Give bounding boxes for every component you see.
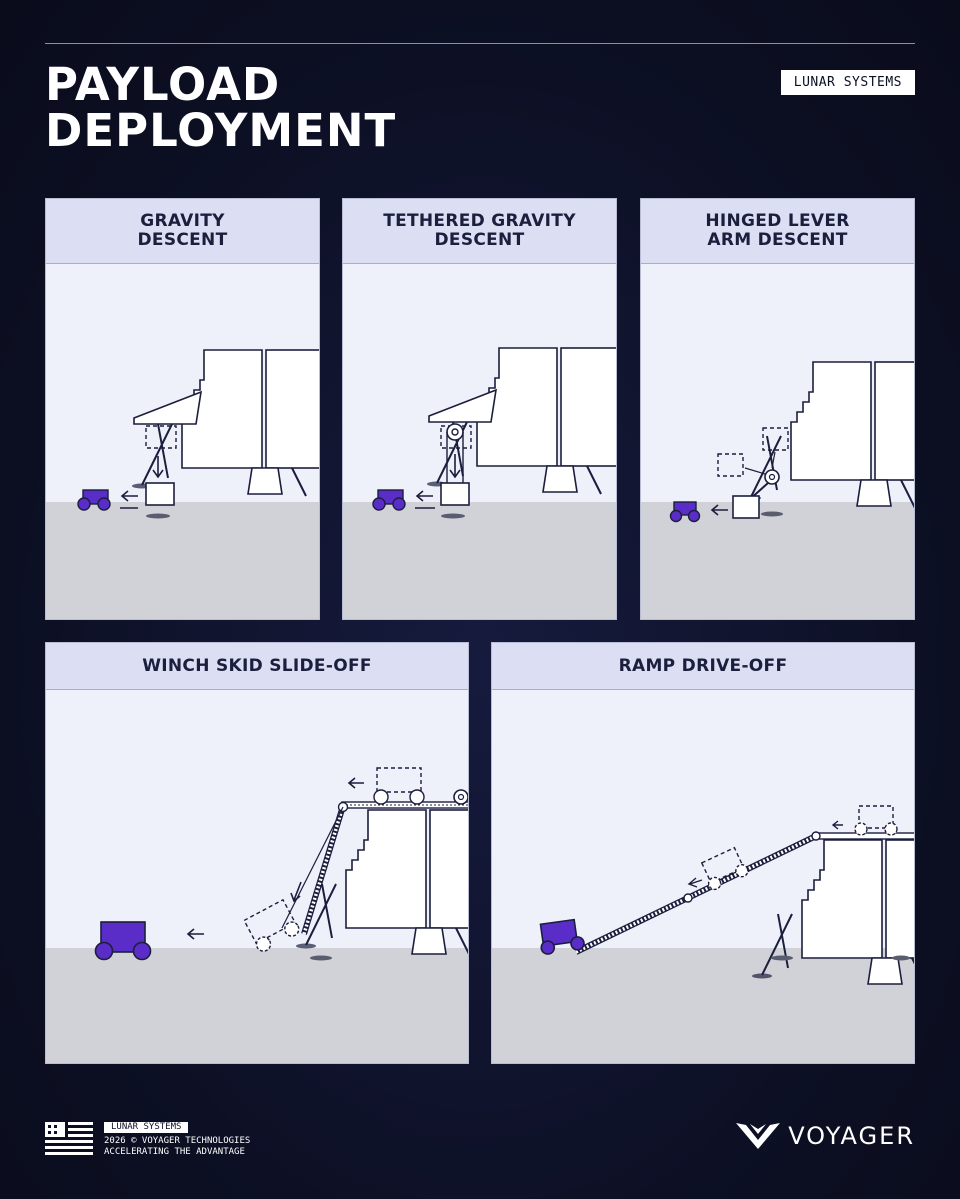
- lunar-surface: [492, 948, 914, 1063]
- pulley-icon: [446, 423, 464, 441]
- winch-skid-diagram: [46, 767, 468, 1063]
- deck-rail: [341, 801, 468, 809]
- deck-platform: [133, 390, 203, 425]
- panel-winch-skid-slide-off: WINCH SKID SLIDE-OFF: [45, 642, 469, 1064]
- lunar-surface: [641, 502, 914, 619]
- rover: [669, 501, 701, 523]
- payload-ghost-ramp: [700, 846, 749, 891]
- header-tag: LUNAR SYSTEMS: [780, 70, 915, 95]
- payload-box: [440, 482, 470, 506]
- payload-ghost-top: [376, 767, 422, 793]
- down-arrow-icon: [152, 456, 164, 479]
- panel-tethered-gravity-descent: TETHERED GRAVITY DESCENT: [342, 198, 617, 620]
- voyager-brand: VOYAGER: [736, 1121, 915, 1151]
- down-arrow-icon: [449, 454, 461, 479]
- lunar-surface: [343, 502, 616, 619]
- title-line-1: PAYLOAD: [45, 58, 281, 111]
- deck-platform: [428, 388, 498, 423]
- panel-hinged-lever-arm-descent: HINGED LEVER ARM DESCENT: [640, 198, 915, 620]
- ramp-hinge: [683, 893, 693, 903]
- tethered-descent-diagram: [343, 347, 616, 619]
- deck-rail: [815, 832, 914, 840]
- payload-ghost-sliding: [243, 898, 300, 952]
- top-divider: [45, 43, 915, 44]
- skid-rail: [301, 805, 346, 935]
- landing-shadow: [771, 955, 793, 961]
- ramp-drive-off-diagram: [492, 805, 914, 1063]
- panel-title: WINCH SKID SLIDE-OFF: [142, 655, 372, 676]
- winch-icon: [453, 789, 468, 805]
- rover: [372, 489, 406, 511]
- footer-tag: LUNAR SYSTEMS: [104, 1122, 189, 1133]
- payload-ghost-top: [858, 805, 894, 829]
- rover: [94, 921, 152, 961]
- down-arrow-icon: [687, 877, 703, 888]
- panel-header: TETHERED GRAVITY DESCENT: [343, 199, 616, 264]
- panel-header: RAMP DRIVE-OFF: [492, 643, 914, 690]
- hinge-icon: [764, 469, 780, 485]
- landing-shadow: [146, 513, 170, 519]
- payload-ghost-upper: [762, 427, 789, 451]
- lunar-surface: [46, 502, 319, 619]
- left-arrow-icon: [415, 490, 433, 502]
- flag-logo-icon: [45, 1122, 93, 1155]
- panel-gravity-descent: GRAVITY DESCENT: [45, 198, 320, 620]
- payload-box: [145, 482, 175, 506]
- panel-header: WINCH SKID SLIDE-OFF: [46, 643, 468, 690]
- down-arrow-icon: [290, 881, 302, 903]
- winch-cable: [281, 806, 344, 929]
- left-arrow-icon: [120, 490, 138, 502]
- landing-shadow: [441, 513, 465, 519]
- lunar-surface: [46, 948, 468, 1063]
- payload-ghost-middle: [717, 453, 744, 477]
- footer-copyright: 2026 © VOYAGER TECHNOLOGIES: [104, 1136, 251, 1146]
- panel-title: RAMP DRIVE-OFF: [618, 655, 788, 676]
- left-arrow-icon: [710, 504, 728, 516]
- footer-tagline: ACCELERATING THE ADVANTAGE: [104, 1147, 245, 1157]
- panel-header: GRAVITY DESCENT: [46, 199, 319, 264]
- rover: [77, 489, 111, 511]
- payload-ghost: [145, 425, 177, 449]
- footer-text: LUNAR SYSTEMS 2026 © VOYAGER TECHNOLOGIE…: [104, 1122, 250, 1158]
- panel-title: HINGED LEVER ARM DESCENT: [705, 211, 850, 250]
- left-arrow-icon-ground: [186, 928, 204, 940]
- panel-ramp-drive-off: RAMP DRIVE-OFF: [491, 642, 915, 1064]
- voyager-logo-icon: [736, 1123, 781, 1149]
- hinged-lever-diagram: [641, 361, 914, 619]
- payload-box: [732, 495, 760, 519]
- landing-shadow: [761, 511, 783, 517]
- left-arrow-icon: [831, 820, 843, 830]
- panel-title: GRAVITY DESCENT: [137, 211, 228, 250]
- title-line-2: DEPLOYMENT: [45, 104, 397, 157]
- lander: [740, 361, 914, 509]
- gravity-descent-diagram: [46, 349, 319, 619]
- landing-shadow: [310, 955, 332, 961]
- brand-wordmark: VOYAGER: [788, 1122, 915, 1150]
- panel-header: HINGED LEVER ARM DESCENT: [641, 199, 914, 264]
- panel-title: TETHERED GRAVITY DESCENT: [383, 211, 576, 250]
- tether-line: [446, 432, 464, 486]
- page-title: PAYLOAD DEPLOYMENT: [45, 62, 396, 154]
- rover: [539, 918, 585, 955]
- left-arrow-icon: [347, 777, 364, 789]
